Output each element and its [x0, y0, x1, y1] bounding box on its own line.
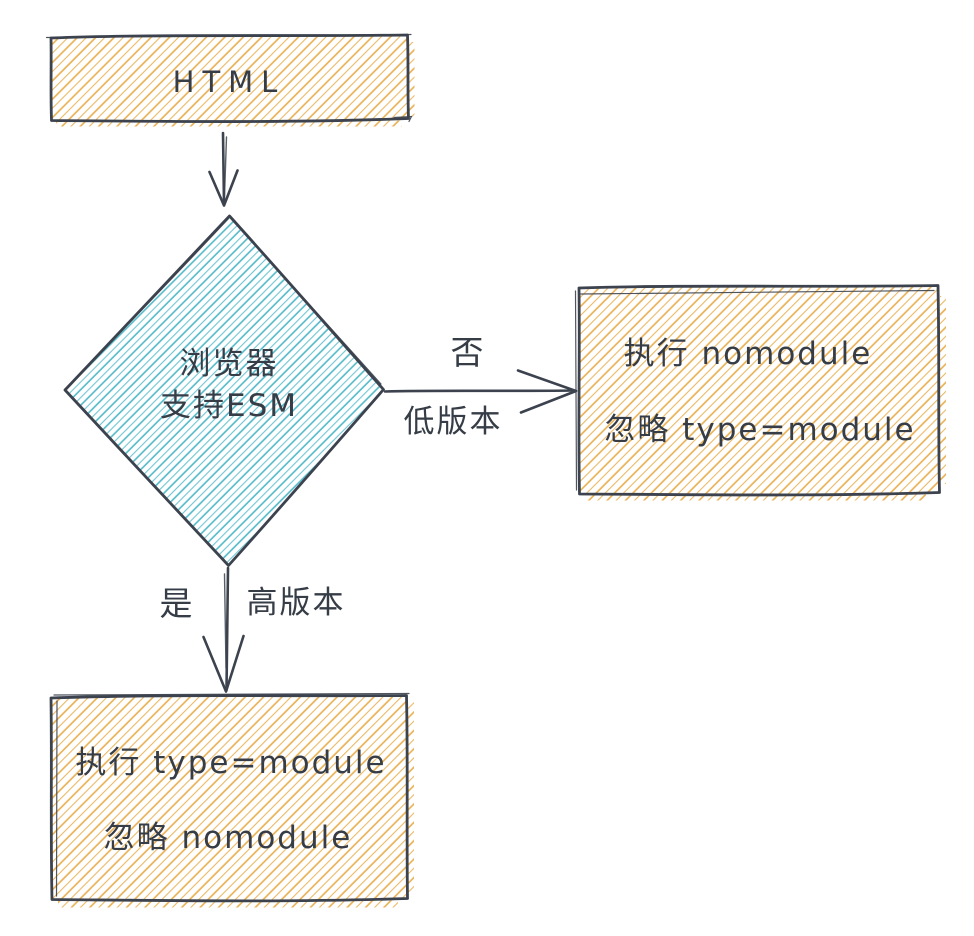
- decision-node-line2: 支持ESM: [160, 388, 298, 424]
- yes-edge-label-group[interactable]: 是 高版本: [160, 584, 346, 623]
- arrow-head-down-icon: [202, 634, 245, 693]
- no-branch-line2: 忽略 type=module: [604, 412, 915, 448]
- arrow-shaft: [221, 131, 226, 206]
- sketch-accent: [55, 700, 58, 897]
- no-edge-label-group[interactable]: 否 低版本: [404, 333, 503, 440]
- arrow-head-down-icon: [208, 169, 239, 207]
- arrow-shaft-second-pass: [223, 573, 227, 669]
- sketch-accent: [68, 218, 229, 387]
- sketch-accent: [233, 220, 382, 385]
- yes-branch-node[interactable]: 执行 type=module 忽略 nomodule: [49, 692, 414, 908]
- connector-decision-to-yes-branch[interactable]: [202, 566, 245, 693]
- yes-branch-line1: 执行 type=module: [75, 745, 386, 781]
- decision-node-line1: 浏览器: [180, 346, 279, 382]
- sketch-accent: [574, 290, 578, 491]
- no-branch-node-box: [577, 284, 941, 497]
- hatch-overshoot: [408, 42, 415, 117]
- yes-branch-line2: 忽略 nomodule: [104, 820, 353, 856]
- hatch-overshoot: [58, 900, 398, 908]
- start-node-label: HTML: [173, 65, 286, 99]
- no-branch-node[interactable]: 执行 nomodule 忽略 type=module: [574, 284, 947, 501]
- no-edge-sublabel: 低版本: [404, 404, 503, 440]
- sketch-accent: [45, 33, 412, 39]
- hatch-overshoot: [56, 120, 402, 127]
- no-branch-line1: 执行 nomodule: [624, 336, 873, 372]
- arrow-shaft: [225, 566, 230, 692]
- sketch-accent: [53, 692, 410, 696]
- hatch-overshoot: [408, 702, 414, 892]
- yes-edge-sublabel: 高版本: [247, 585, 346, 621]
- connector-start-to-decision[interactable]: [208, 131, 239, 207]
- arrow-shaft: [383, 389, 574, 393]
- no-edge-label: 否: [451, 333, 486, 372]
- start-node[interactable]: HTML: [45, 33, 415, 127]
- connector-decision-to-no-branch[interactable]: [383, 369, 578, 414]
- arrow-shaft-second-pass: [223, 136, 228, 197]
- arrow-head-right-icon: [516, 369, 578, 414]
- yes-edge-label: 是: [160, 584, 195, 623]
- hatch-overshoot: [586, 494, 926, 501]
- decision-node[interactable]: 浏览器 支持ESM: [63, 214, 385, 567]
- sketch-accent: [580, 289, 935, 295]
- yes-branch-node-box: [49, 694, 409, 903]
- hatch-overshoot: [940, 296, 946, 484]
- sketch-accent: [393, 115, 413, 123]
